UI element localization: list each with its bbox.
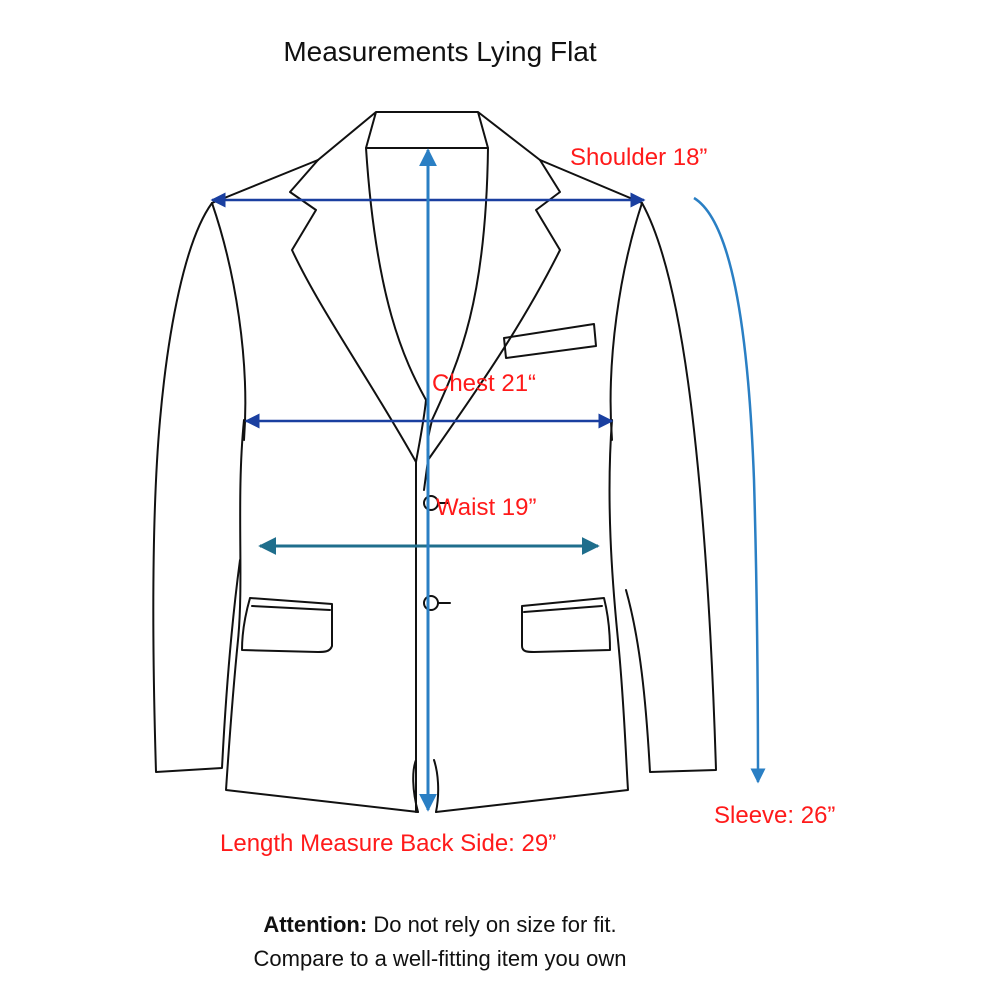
right-lapel [426, 147, 561, 461]
right-sleeve-seam [609, 202, 643, 441]
attention-note-line2: Compare to a well-fitting item you own [253, 946, 627, 971]
right-hip-pocket [521, 597, 611, 653]
front-opening [415, 459, 429, 813]
shoulder-label: Shoulder 18” [570, 144, 708, 171]
sleeve-arrow [693, 196, 766, 784]
left-lapel [289, 147, 427, 463]
right-sleeve [625, 202, 717, 773]
button-bottom [423, 595, 439, 611]
left-body [211, 159, 419, 813]
left-sleeve-seam [211, 202, 247, 441]
attention-heading: Attention: [263, 912, 368, 937]
left-sleeve [152, 202, 241, 773]
sleeve-label: Sleeve: 26” [714, 802, 836, 829]
breast-pocket [503, 323, 597, 359]
length-label: Length Measure Back Side: 29” [220, 830, 557, 857]
collar [317, 111, 541, 161]
attention-note-line1: Attention: Do not rely on size for fit. [0, 914, 880, 936]
chest-label: Chest 21“ [432, 370, 537, 397]
attention-text: Do not rely on size for fit. [373, 912, 617, 937]
page-title: Measurements Lying Flat [283, 36, 597, 67]
right-body [435, 159, 643, 813]
left-hip-pocket [241, 597, 333, 653]
waist-label: Waist 19” [436, 494, 537, 521]
